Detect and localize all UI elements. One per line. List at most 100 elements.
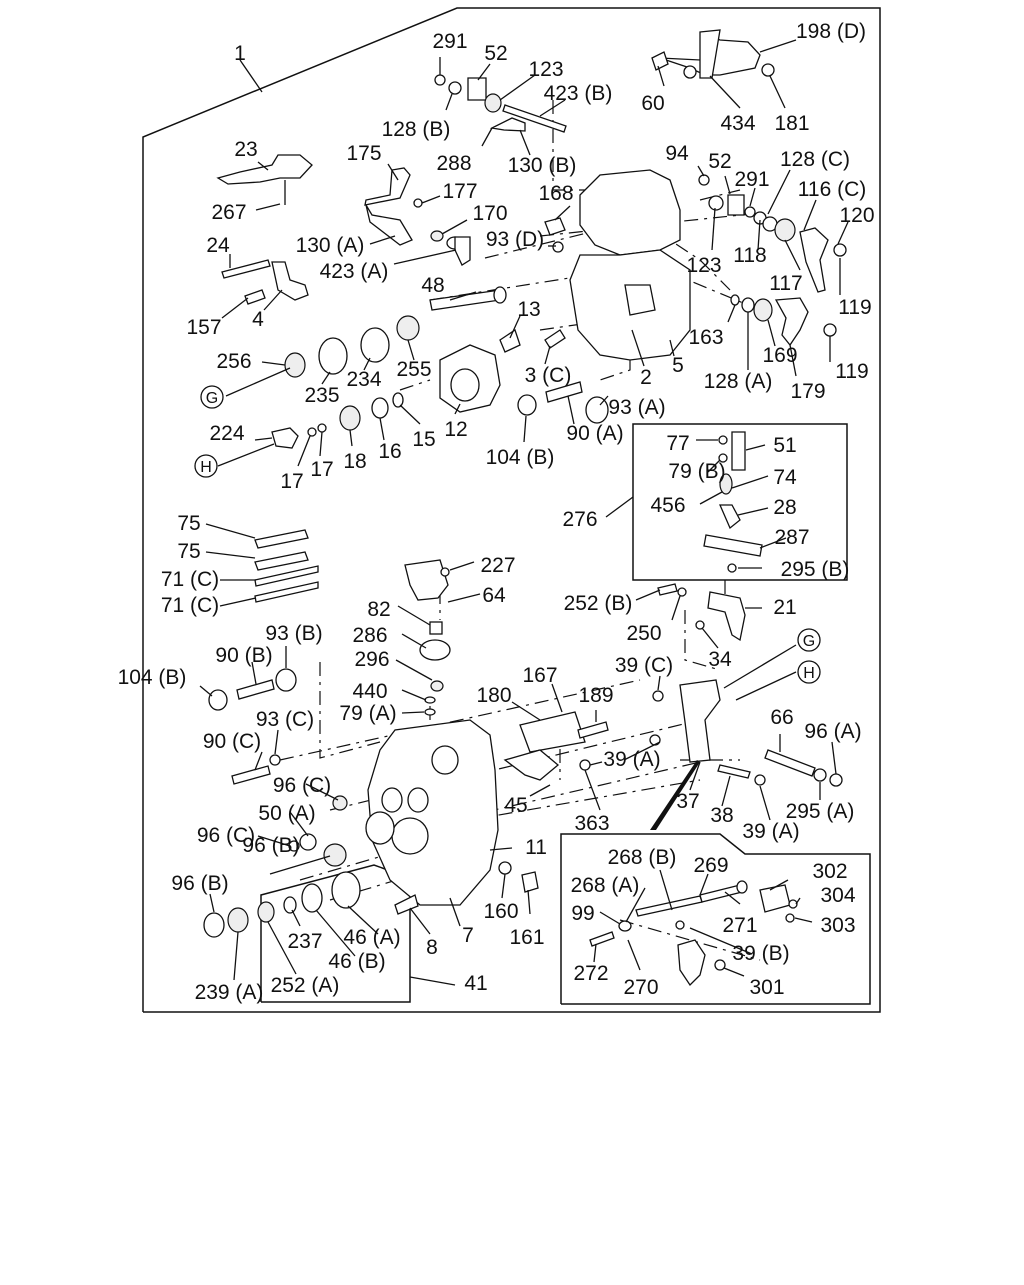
subassembly-box-276 [605, 423, 848, 581]
marker-circle [200, 385, 224, 409]
marker-letter: H [803, 665, 815, 682]
callout-label: 269 [693, 854, 728, 877]
callout-label: 28 [773, 496, 796, 519]
callout-label: 288 [436, 152, 471, 175]
callout-label: 270 [623, 976, 658, 999]
callout-label: 179 [790, 380, 825, 403]
callout-label: 128 (C) [780, 148, 850, 171]
callout-label: 175 [346, 142, 381, 165]
callout-label: 117 [769, 272, 802, 295]
reference-marker-h: H [797, 660, 821, 684]
callout-label: 123 [686, 254, 721, 277]
callout-label: 11 [525, 836, 547, 859]
callout-label: 5 [672, 354, 684, 377]
callout-label: 93 (B) [265, 622, 322, 645]
callout-label: 41 [464, 972, 487, 995]
callout-label: 157 [186, 316, 221, 339]
subassembly-box-linkage [560, 833, 871, 1005]
callout-label: 363 [574, 812, 609, 835]
callout-label: 3 (C) [525, 364, 572, 387]
callout-label: 434 [720, 112, 755, 135]
callout-label: 104 (B) [486, 446, 555, 469]
marker-circle [797, 660, 821, 684]
callout-label: 120 [839, 204, 874, 227]
marker-letter: G [206, 390, 218, 407]
reference-marker-g: G [200, 385, 224, 409]
callout-label: 104 (B) [118, 666, 187, 689]
callout-label: 17 [310, 458, 333, 481]
callout-label: 163 [688, 326, 723, 349]
callout-label: 8 [426, 936, 438, 959]
callout-label: 255 [396, 358, 431, 381]
callout-label: 160 [483, 900, 518, 923]
callout-label: 48 [421, 274, 444, 297]
callout-label: 272 [573, 962, 608, 985]
callout-label: 118 [733, 244, 766, 267]
callout-label: 51 [773, 434, 796, 457]
callout-label: 252 (B) [564, 592, 633, 615]
callout-label: 169 [762, 344, 797, 367]
callout-label: 302 [812, 860, 847, 883]
callout-label: 75 [177, 540, 200, 563]
callout-label: 128 (B) [382, 118, 451, 141]
callout-label: 4 [252, 308, 264, 331]
callout-label: 93 (A) [608, 396, 665, 419]
callout-label: 181 [774, 112, 809, 135]
callout-label: 13 [517, 298, 540, 321]
callout-label: 295 (A) [786, 800, 855, 823]
callout-label: 440 [352, 680, 387, 703]
callout-label: 287 [774, 526, 809, 549]
callout-label: 301 [749, 976, 784, 999]
callout-label: 93 (C) [256, 708, 314, 731]
marker-letter: H [200, 459, 212, 476]
callout-label: 71 (C) [161, 594, 219, 617]
callout-label: 235 [304, 384, 339, 407]
main-frame [142, 7, 881, 1013]
callout-label: 189 [578, 684, 613, 707]
callout-label: 46 (A) [343, 926, 400, 949]
callout-label: 250 [626, 622, 661, 645]
callout-label: 93 (D) [486, 228, 544, 251]
marker-circle [797, 628, 821, 652]
marker-letter: G [803, 633, 815, 650]
callout-label: 96 (A) [804, 720, 861, 743]
callout-label: 177 [442, 180, 477, 203]
callout-label: 39 (C) [615, 654, 673, 677]
callout-label: 256 [216, 350, 251, 373]
callout-label: 82 [367, 598, 390, 621]
callout-label: 45 [504, 794, 527, 817]
callout-label: 46 (B) [328, 950, 385, 973]
callout-label: 23 [234, 138, 257, 161]
callout-label: 79 (A) [339, 702, 396, 725]
callout-label: 90 (B) [215, 644, 272, 667]
callout-label: 224 [209, 422, 244, 445]
callout-label: 96 (B) [242, 834, 299, 857]
callout-label: 252 (A) [271, 974, 340, 997]
callout-label: 130 (A) [296, 234, 365, 257]
callout-label: 74 [773, 466, 797, 489]
callout-label: 168 [538, 182, 573, 205]
callout-label: 52 [708, 150, 731, 173]
callout-label: 16 [378, 440, 401, 463]
callout-label: 456 [650, 494, 685, 517]
reference-marker-h: H [194, 454, 218, 478]
callout-label: 96 (C) [197, 824, 255, 847]
callout-label: 64 [482, 584, 506, 607]
callout-label: 116 (C) [798, 178, 866, 201]
callout-label: 296 [354, 648, 389, 671]
callout-label: 50 (A) [258, 802, 315, 825]
callout-label: 37 [676, 790, 699, 813]
callout-label: 52 [484, 42, 507, 65]
callout-label: 423 (B) [544, 82, 613, 105]
callout-label: 15 [412, 428, 435, 451]
callout-label: 167 [522, 664, 557, 687]
reference-marker-g: G [797, 628, 821, 652]
callout-label: 304 [820, 884, 855, 907]
callout-label: 1 [234, 42, 246, 65]
callout-label: 17 [280, 470, 303, 493]
callout-label: 276 [562, 508, 597, 531]
